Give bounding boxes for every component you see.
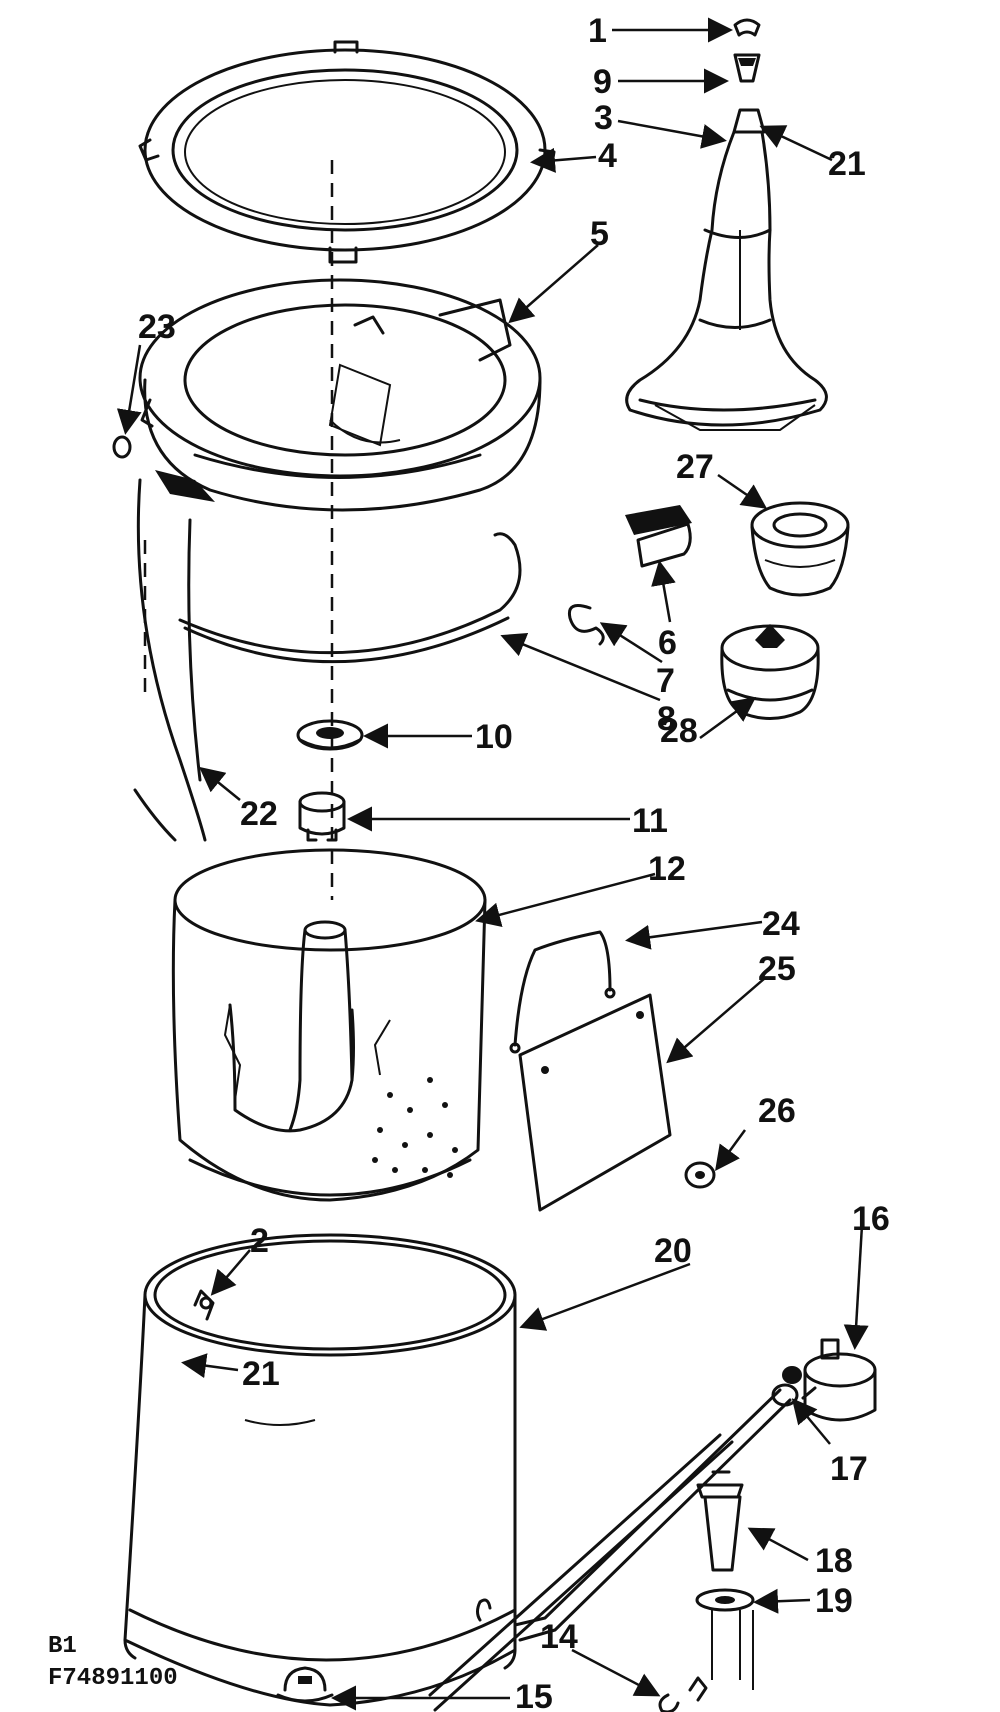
hose-part — [428, 1388, 792, 1712]
callout-19: 19 — [815, 1582, 853, 1620]
nut-part — [684, 1161, 716, 1189]
callout-8: 8 — [657, 700, 676, 738]
panel-part — [518, 993, 672, 1212]
outer-tub-side-part — [133, 478, 207, 842]
callout-22: 22 — [240, 795, 278, 833]
tub-cover-part — [138, 278, 542, 512]
washer-part — [695, 1588, 755, 1690]
callout-21-lower: 21 — [242, 1355, 280, 1393]
hub-part — [298, 791, 346, 842]
leader-lines — [116, 17, 869, 1711]
tub-ring-part — [138, 40, 556, 264]
outer-tub-part — [123, 1233, 517, 1707]
hose-clamp-part — [658, 1676, 708, 1712]
callout-25: 25 — [758, 950, 796, 988]
bearing-part — [296, 719, 364, 751]
callout-18: 18 — [815, 1542, 853, 1580]
figure-id: F74891100 — [48, 1665, 178, 1692]
filter-tube-part — [696, 1470, 744, 1572]
spring-part — [567, 604, 605, 646]
callout-20: 20 — [654, 1232, 692, 1270]
gasket-part — [178, 532, 522, 664]
callout-14: 14 — [540, 1618, 578, 1656]
callout-7: 7 — [656, 662, 675, 700]
screw-part — [112, 435, 132, 459]
figure-footer: B1 F74891100 — [48, 1633, 178, 1692]
dispenser-part — [720, 624, 820, 720]
agitator-part — [625, 18, 828, 431]
clip-part — [625, 505, 692, 568]
callout-5: 5 — [590, 215, 609, 253]
callout-17: 17 — [830, 1450, 868, 1488]
callout-labels: 1 9 3 21 4 5 23 27 6 7 8 10 28 22 11 12 … — [138, 12, 890, 1712]
callout-1: 1 — [588, 12, 607, 50]
callout-9: 9 — [593, 63, 612, 101]
foot-part — [276, 1666, 334, 1703]
callout-2: 2 — [250, 1222, 269, 1260]
callout-4: 4 — [598, 137, 617, 175]
callout-11: 11 — [632, 802, 668, 840]
callout-28: 28 — [660, 712, 698, 750]
callout-23: 23 — [138, 308, 176, 346]
callout-10: 10 — [475, 718, 513, 756]
cap-part — [750, 501, 850, 597]
callout-16: 16 — [852, 1200, 890, 1238]
tub-clip-part — [193, 1289, 215, 1321]
callout-3: 3 — [594, 99, 613, 137]
callout-12: 12 — [648, 850, 686, 888]
callout-15: 15 — [515, 1678, 553, 1712]
callout-21: 21 — [828, 145, 866, 183]
wire-part — [509, 930, 616, 1054]
callout-26: 26 — [758, 1092, 796, 1130]
callout-27: 27 — [676, 448, 714, 486]
pump-part — [801, 1338, 877, 1422]
clamp-part — [771, 1366, 802, 1407]
callout-6: 6 — [658, 624, 677, 662]
section-label: B1 — [48, 1633, 77, 1660]
spin-basket-part — [171, 848, 487, 1202]
callout-24: 24 — [762, 905, 800, 943]
